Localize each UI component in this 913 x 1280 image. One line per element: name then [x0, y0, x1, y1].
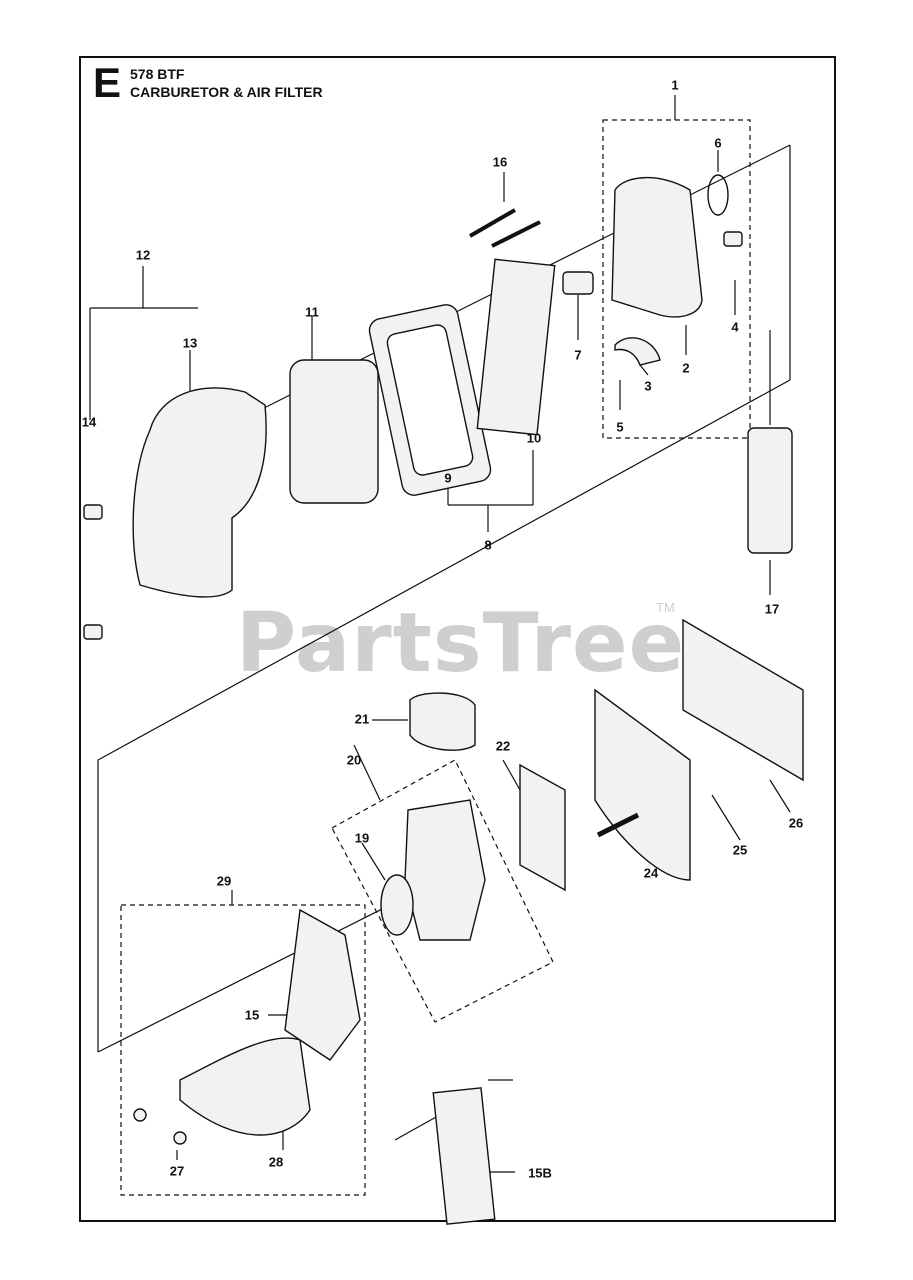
- screw-27b: [173, 1131, 187, 1145]
- air-filter-cover: [132, 387, 267, 598]
- carburetor: [404, 799, 486, 941]
- holder: [562, 271, 594, 295]
- callout-6: 6: [714, 135, 722, 151]
- callout-25: 25: [732, 842, 748, 858]
- callout-22: 22: [495, 738, 511, 754]
- callout-26: 26: [788, 815, 804, 831]
- callout-5: 5: [616, 419, 624, 435]
- callout-24: 24: [643, 865, 659, 881]
- carb-gasket-ring: [380, 874, 414, 936]
- callout-11: 11: [305, 304, 319, 320]
- screw-lower: [491, 220, 541, 248]
- callout-15b: 15B: [528, 1165, 552, 1181]
- plate-15b: [432, 1087, 496, 1225]
- model-number: 578 BTF: [130, 66, 185, 82]
- callout-27: 27: [169, 1163, 185, 1179]
- screw-upper: [468, 208, 517, 238]
- knob-upper: [83, 504, 103, 520]
- callout-28: 28: [268, 1154, 284, 1170]
- callout-29: 29: [216, 873, 232, 889]
- callout-3: 3: [644, 378, 652, 394]
- carb-cap: [409, 692, 476, 751]
- carb-gasket: [519, 763, 566, 892]
- watermark-trademark: TM: [656, 600, 675, 615]
- callout-14: 14: [81, 414, 97, 430]
- callout-13: 13: [182, 335, 198, 351]
- knob-lower: [83, 624, 103, 640]
- group-box-1: [602, 119, 751, 439]
- callout-10: 10: [526, 430, 542, 446]
- screw-27a: [133, 1108, 147, 1122]
- gasket-plate: [682, 618, 804, 782]
- group-box-20: [331, 759, 554, 1023]
- clip: [723, 231, 743, 247]
- air-filter-housing: [611, 176, 703, 318]
- callout-19: 19: [354, 830, 370, 846]
- filter-label: [747, 427, 793, 554]
- air-guide: [179, 1037, 311, 1136]
- callout-2: 2: [682, 360, 690, 376]
- callout-7: 7: [574, 347, 582, 363]
- o-ring: [707, 174, 729, 216]
- callout-12: 12: [135, 247, 151, 263]
- callout-9: 9: [444, 470, 452, 486]
- callout-20: 20: [346, 752, 362, 768]
- callout-17: 17: [764, 601, 780, 617]
- intake-adapter: [594, 688, 691, 881]
- callout-16: 16: [492, 154, 508, 170]
- filter-element: [289, 359, 379, 504]
- section-letter: E: [93, 59, 122, 106]
- clamp: [614, 337, 661, 366]
- bolt: [596, 812, 640, 838]
- callout-8: 8: [484, 537, 492, 553]
- callout-21: 21: [354, 711, 370, 727]
- section-title: CARBURETOR & AIR FILTER: [130, 84, 323, 100]
- group-box-29: [120, 904, 366, 1196]
- callout-4: 4: [731, 319, 739, 335]
- filter-screen: [476, 258, 556, 436]
- callout-15: 15: [244, 1007, 260, 1023]
- bracket: [284, 908, 361, 1061]
- callout-1: 1: [671, 77, 679, 93]
